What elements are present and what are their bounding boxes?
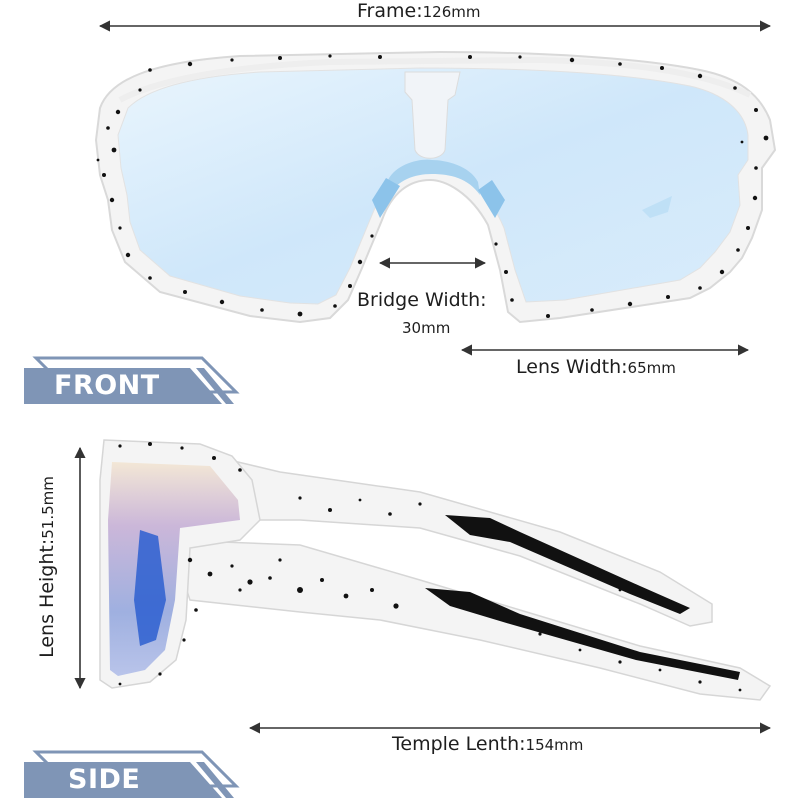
lens-height-label: Lens Height: <box>35 538 58 658</box>
temple-dimension-label: Temple Lenth:154mm <box>392 733 583 755</box>
side-view-title: SIDE <box>68 764 141 795</box>
lens-width-dimension-label: Lens Width:65mm <box>516 356 676 378</box>
temple-label: Temple Lenth: <box>392 733 526 755</box>
temple-value: 154mm <box>525 736 584 754</box>
bridge-label: Bridge Width: <box>357 289 487 311</box>
front-view-badge <box>24 356 240 404</box>
lens-width-label: Lens Width: <box>516 356 628 378</box>
front-view-title: FRONT <box>54 370 160 401</box>
side-view-badge <box>24 750 240 798</box>
frame-value: 126mm <box>422 3 481 21</box>
bridge-dimension-value: 30mm <box>402 316 450 338</box>
sunglasses-side-view <box>99 439 772 701</box>
lens-height-value: 51.5mm <box>38 476 57 539</box>
frame-label: Frame: <box>357 0 423 22</box>
sunglasses-front-view <box>94 50 777 324</box>
lens-width-value: 65mm <box>627 359 676 377</box>
lens-height-dimension-label: Lens Height:51.5mm <box>36 476 58 658</box>
bridge-dimension-label: Bridge Width: <box>357 289 487 311</box>
frame-dimension-label: Frame:126mm <box>357 0 480 22</box>
bridge-value: 30mm <box>402 319 451 337</box>
